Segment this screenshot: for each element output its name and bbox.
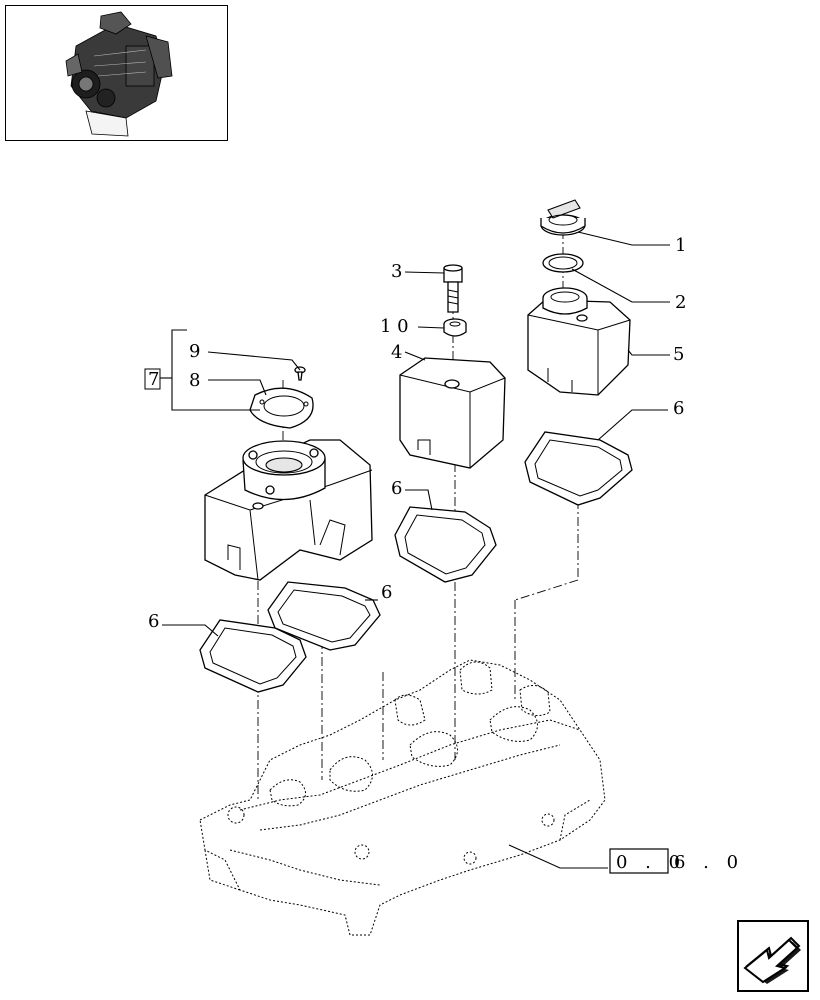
plain-cover: [399, 357, 506, 469]
breather-cover: [204, 439, 373, 581]
gasket-rear-centre: [394, 506, 497, 583]
callout-6-front-right: 6: [381, 582, 392, 603]
callout-9: 9: [189, 341, 200, 362]
gasket-front-left: [199, 619, 307, 693]
callout-8: 8: [189, 370, 200, 391]
oil-filler-cap: [540, 199, 586, 236]
reference-suffix-text: 6 . 0: [674, 852, 744, 873]
callout-3: 3: [391, 261, 402, 282]
callout-6-rear-centre: 6: [391, 478, 402, 499]
section-reference[interactable]: 0 . 0 6 . 0: [609, 848, 744, 874]
callout-7-box: [144, 368, 161, 390]
next-page-arrow-icon: [743, 936, 801, 984]
screw: [443, 264, 463, 313]
callout-5: 5: [673, 344, 684, 365]
engine-thumbnail-icon: [65, 11, 173, 137]
cylinder-head: [199, 659, 606, 936]
flange-gasket: [249, 387, 314, 429]
washer: [443, 318, 467, 337]
o-ring: [542, 253, 584, 273]
gasket-rear-right: [524, 431, 633, 506]
callout-2: 2: [675, 292, 686, 313]
reference-boxed-text: 0 . 0: [616, 852, 686, 873]
next-page-button[interactable]: [737, 920, 809, 992]
callout-6-rear-right: 6: [673, 398, 684, 419]
group-bracket: [160, 329, 260, 411]
callout-1: 1: [675, 235, 686, 256]
callout-10: 1 0: [380, 316, 409, 337]
callouts: 1 2 3 1 0 4 5 6 6 6 6 9 8 7: [144, 235, 686, 632]
gasket-front-right: [267, 581, 381, 651]
engine-thumbnail: [5, 5, 228, 141]
small-screw: [294, 366, 306, 381]
leader-lines: [162, 231, 670, 869]
callout-7: 7: [148, 369, 159, 390]
reference-box[interactable]: [609, 848, 669, 874]
cover-with-filler: [527, 287, 631, 396]
callout-6-front-left: 6: [148, 611, 159, 632]
callout-4: 4: [391, 342, 402, 363]
